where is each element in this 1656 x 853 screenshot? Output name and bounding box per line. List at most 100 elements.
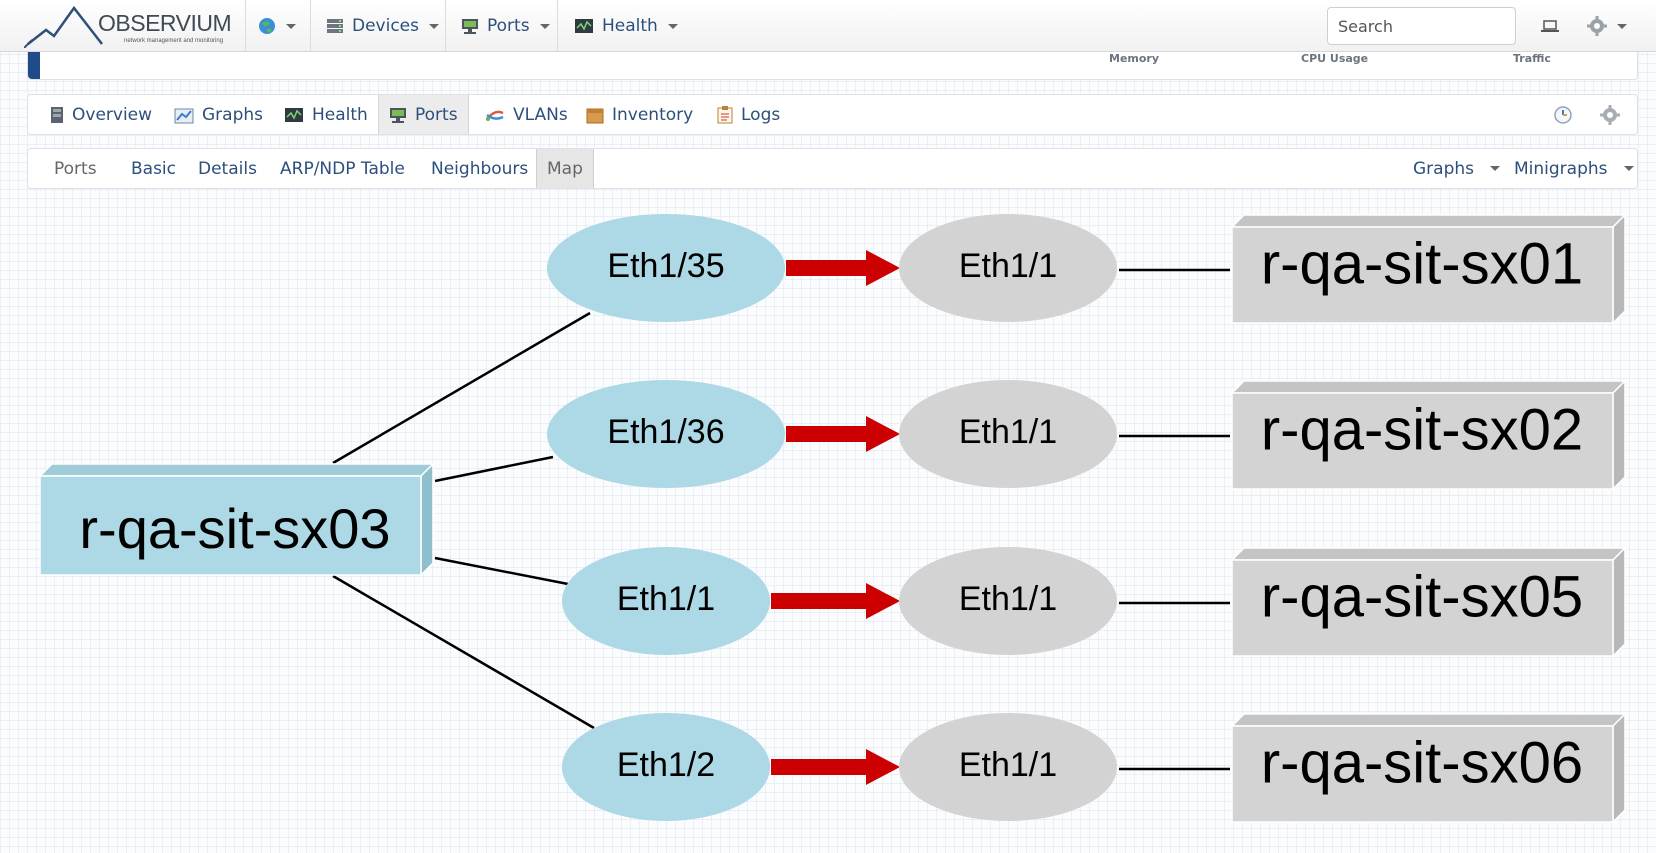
link-arrow bbox=[786, 426, 868, 442]
link-row: Eth1/35 Eth1/1 r-qa-sit-sx01 bbox=[547, 213, 1627, 325]
network-port-icon bbox=[462, 19, 478, 34]
link-row: Eth1/36 Eth1/1 r-qa-sit-sx02 bbox=[547, 379, 1627, 491]
ports-icon bbox=[390, 107, 406, 123]
minigraphs-dropdown[interactable]: Minigraphs bbox=[1504, 149, 1644, 188]
health-label: Health bbox=[602, 16, 658, 36]
remote-port-node[interactable] bbox=[899, 214, 1117, 322]
remote-port-label: Eth1/1 bbox=[959, 413, 1057, 451]
traffic-label: Traffic bbox=[1513, 52, 1551, 65]
tab-label: Health bbox=[312, 104, 368, 125]
nav-divider bbox=[310, 0, 311, 52]
gear-icon bbox=[1587, 16, 1607, 36]
remote-device-node[interactable]: r-qa-sit-sx06 bbox=[1230, 712, 1627, 824]
remote-device-node[interactable]: r-qa-sit-sx02 bbox=[1230, 379, 1627, 491]
local-port-label: Eth1/1 bbox=[617, 580, 715, 618]
tab-basic[interactable]: Basic bbox=[131, 158, 177, 179]
vlans-icon bbox=[486, 110, 504, 121]
remote-device-label: r-qa-sit-sx01 bbox=[1261, 231, 1583, 296]
tab-label: Graphs bbox=[202, 104, 264, 125]
nav-divider bbox=[557, 0, 558, 52]
link-arrow bbox=[771, 593, 868, 609]
nav-divider bbox=[245, 0, 246, 52]
devices-menu[interactable]: Devices bbox=[326, 0, 439, 52]
observium-logo[interactable]: OBSERVIUM network management and monitor… bbox=[24, 4, 242, 48]
remote-device-label: r-qa-sit-sx05 bbox=[1261, 564, 1583, 629]
link-line bbox=[332, 574, 595, 730]
link-arrow bbox=[786, 260, 868, 276]
tab-neighbours[interactable]: Neighbours bbox=[431, 158, 529, 179]
tab-map[interactable]: Map bbox=[536, 149, 594, 188]
tab-label: Logs bbox=[741, 104, 781, 125]
local-port-node[interactable] bbox=[562, 713, 770, 821]
neighbour-map: r-qa-sit-sx03 Eth1/35 Eth1/1 r-qa-sit-sx… bbox=[38, 213, 1627, 824]
minigraphs-dropdown-label: Minigraphs bbox=[1514, 158, 1608, 179]
chevron-down-icon bbox=[1617, 23, 1627, 29]
monitor-health-icon bbox=[575, 19, 593, 33]
tab-inventory[interactable]: Inventory bbox=[576, 95, 703, 134]
refresh-button[interactable] bbox=[1543, 95, 1583, 134]
chevron-down-icon bbox=[539, 23, 550, 29]
link-row: Eth1/2 Eth1/1 r-qa-sit-sx06 bbox=[562, 712, 1627, 824]
remote-port-label: Eth1/1 bbox=[959, 580, 1057, 618]
brand-title: OBSERVIUM bbox=[98, 10, 232, 36]
tab-overview[interactable]: Overview bbox=[40, 95, 162, 134]
tab-graphs[interactable]: Graphs bbox=[164, 95, 273, 134]
tab-label: Inventory bbox=[612, 104, 694, 125]
tab-health[interactable]: Health bbox=[274, 95, 378, 134]
search-input[interactable] bbox=[1327, 7, 1516, 45]
overview-icon bbox=[51, 106, 63, 123]
remote-port-label: Eth1/1 bbox=[959, 247, 1057, 285]
chevron-down-icon bbox=[286, 23, 296, 29]
remote-device-label: r-qa-sit-sx02 bbox=[1261, 397, 1583, 462]
remote-port-node[interactable] bbox=[899, 380, 1117, 488]
arrow-head-icon bbox=[866, 749, 900, 785]
ports-label: Ports bbox=[487, 16, 530, 36]
chevron-down-icon bbox=[1490, 166, 1501, 171]
globe-icon bbox=[259, 18, 275, 34]
remote-device-node[interactable]: r-qa-sit-sx05 bbox=[1230, 546, 1627, 658]
remote-port-node[interactable] bbox=[899, 547, 1117, 655]
tab-ports-list[interactable]: Ports bbox=[54, 158, 97, 179]
laptop-icon bbox=[1541, 20, 1559, 32]
tab-logs[interactable]: Logs bbox=[707, 95, 790, 134]
gear-icon bbox=[1600, 104, 1620, 125]
local-port-label: Eth1/2 bbox=[617, 746, 715, 784]
top-navbar: OBSERVIUM network management and monitor… bbox=[0, 0, 1656, 52]
nav-divider bbox=[445, 0, 446, 52]
link-line bbox=[434, 556, 569, 586]
graphs-dropdown[interactable]: Graphs bbox=[1403, 149, 1510, 188]
local-port-node[interactable] bbox=[547, 380, 785, 488]
remote-port-node[interactable] bbox=[899, 713, 1117, 821]
tab-label: Ports bbox=[415, 104, 458, 125]
local-device-label: r-qa-sit-sx03 bbox=[79, 497, 390, 560]
health-menu[interactable]: Health bbox=[574, 0, 678, 52]
remote-device-node[interactable]: r-qa-sit-sx01 bbox=[1230, 213, 1627, 325]
device-settings-button[interactable] bbox=[1590, 95, 1630, 134]
laptop-button[interactable] bbox=[1540, 0, 1560, 52]
chevron-down-icon bbox=[667, 23, 678, 29]
logs-icon bbox=[717, 105, 733, 123]
tab-vlans[interactable]: VLANs bbox=[475, 95, 578, 134]
local-port-label: Eth1/35 bbox=[607, 247, 724, 285]
remote-device-label: r-qa-sit-sx06 bbox=[1261, 730, 1583, 795]
ports-subtabs: Ports Basic Details ARP/NDP Table Neighb… bbox=[27, 148, 1638, 189]
arrow-head-icon bbox=[866, 416, 900, 452]
globe-menu[interactable] bbox=[258, 0, 296, 52]
local-port-node[interactable] bbox=[547, 214, 785, 322]
arrow-head-icon bbox=[866, 250, 900, 286]
local-port-node[interactable] bbox=[562, 547, 770, 655]
remote-port-label: Eth1/1 bbox=[959, 746, 1057, 784]
local-device-node[interactable]: r-qa-sit-sx03 bbox=[38, 462, 435, 577]
ports-menu[interactable]: Ports bbox=[461, 0, 550, 52]
link-row: Eth1/1 Eth1/1 r-qa-sit-sx05 bbox=[562, 546, 1627, 658]
server-icon bbox=[327, 19, 343, 33]
tab-ports[interactable]: Ports bbox=[378, 95, 469, 134]
settings-menu[interactable] bbox=[1587, 0, 1627, 52]
tab-label: VLANs bbox=[513, 104, 568, 125]
graphs-icon bbox=[174, 108, 194, 123]
status-accent-bar bbox=[28, 46, 40, 79]
tab-details[interactable]: Details bbox=[198, 158, 257, 179]
health-icon bbox=[285, 107, 303, 122]
local-port-label: Eth1/36 bbox=[607, 413, 724, 451]
tab-arp-ndp-table[interactable]: ARP/NDP Table bbox=[280, 158, 405, 179]
